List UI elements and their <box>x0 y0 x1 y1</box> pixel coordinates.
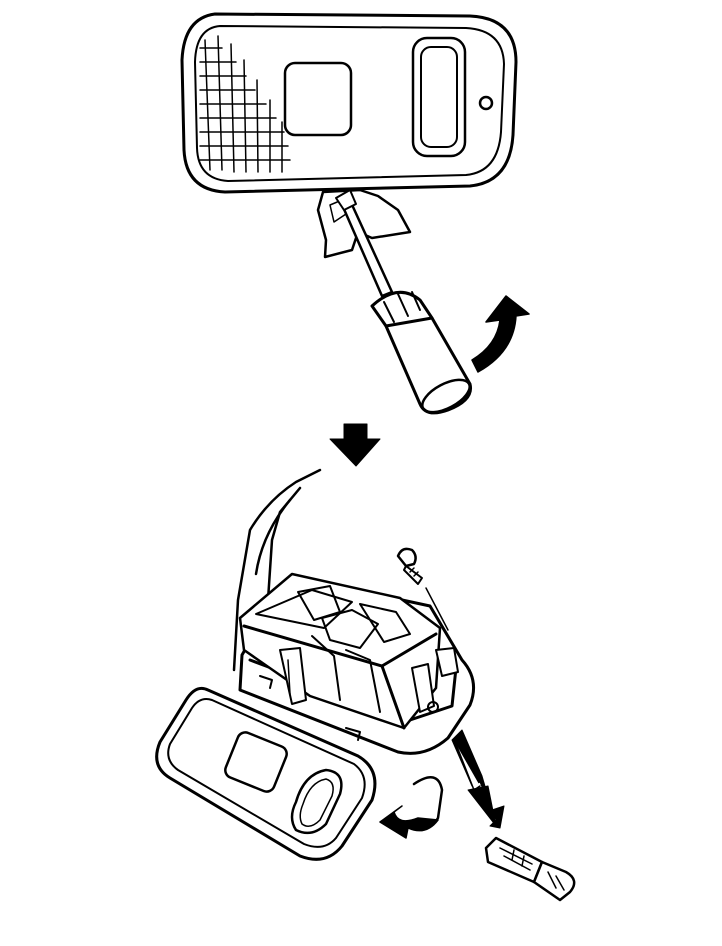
lens-grid-texture <box>199 35 291 173</box>
mounting-screw <box>396 547 449 631</box>
removed-lens-window <box>224 731 288 793</box>
lens-hole <box>478 95 494 111</box>
bulb-removal-arrow-icon <box>451 729 505 829</box>
pry-lens-arrow-icon <box>471 295 530 373</box>
lens-rotate-arrow-icon <box>379 776 444 839</box>
lamp-housing <box>238 572 476 755</box>
lens-switch-slot <box>411 36 467 158</box>
removed-lens <box>155 686 377 861</box>
removed-lens-switch-slot <box>290 768 343 835</box>
lens-center-window <box>283 61 353 137</box>
step-down-arrow-icon <box>329 423 381 467</box>
lamp-lens <box>180 12 518 194</box>
bulb <box>484 836 576 902</box>
screwdriver <box>335 189 473 415</box>
ceiling-panel <box>232 468 322 672</box>
